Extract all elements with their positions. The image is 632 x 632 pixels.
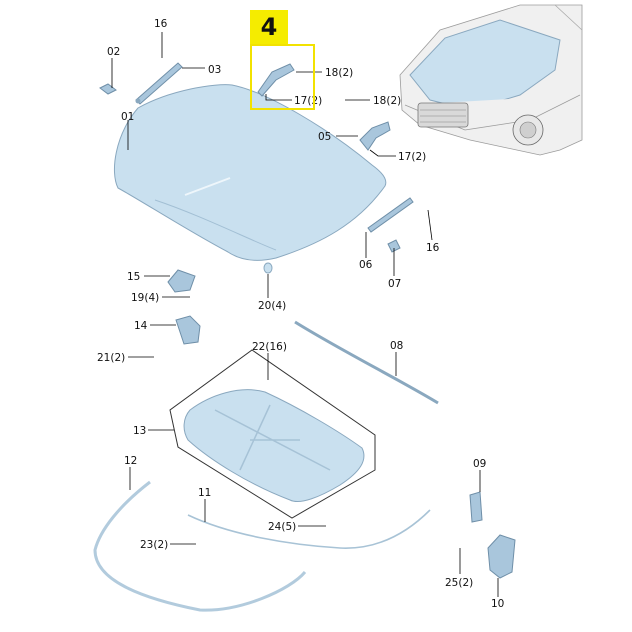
label-08: 08 bbox=[390, 340, 403, 352]
label-24-5: 24(5) bbox=[268, 521, 296, 533]
label-13: 13 bbox=[133, 425, 146, 437]
part-04-hinge bbox=[257, 63, 295, 97]
label-22-16: 22(16) bbox=[252, 341, 287, 353]
label-16-top: 16 bbox=[154, 18, 168, 30]
part-13-insulation-pad bbox=[169, 349, 376, 519]
label-11: 11 bbox=[198, 487, 211, 499]
part-03-gas-strut bbox=[135, 62, 183, 105]
label-06: 06 bbox=[359, 259, 373, 271]
callout-highlight-box bbox=[250, 44, 315, 110]
label-02: 02 bbox=[107, 46, 120, 58]
label-12: 12 bbox=[124, 455, 137, 467]
label-25-2: 25(2) bbox=[445, 577, 473, 589]
label-18-2-b: 18(2) bbox=[373, 95, 401, 107]
label-14: 14 bbox=[134, 320, 148, 332]
part-14-latch bbox=[175, 315, 201, 345]
label-09: 09 bbox=[473, 458, 486, 470]
label-15: 15 bbox=[127, 271, 140, 283]
label-17-2-b: 17(2) bbox=[398, 151, 426, 163]
label-21-2: 21(2) bbox=[97, 352, 125, 364]
part-10-lock bbox=[487, 534, 516, 579]
part-02-bracket bbox=[99, 83, 117, 95]
part-labels: 16 02 03 01 18(2) 17(2) 18(2) 05 17(2) 0… bbox=[97, 18, 504, 610]
label-19-4: 19(4) bbox=[131, 292, 159, 304]
label-23-2: 23(2) bbox=[140, 539, 168, 551]
label-01: 01 bbox=[121, 111, 134, 123]
part-07-bracket bbox=[387, 239, 401, 253]
label-16-right: 16 bbox=[426, 242, 440, 254]
label-18-2-a: 18(2) bbox=[325, 67, 353, 79]
label-20-4: 20(4) bbox=[258, 300, 286, 312]
part-01-hood bbox=[113, 84, 387, 261]
part-08-seal bbox=[294, 320, 439, 405]
label-17-2-a: 17(2) bbox=[294, 95, 322, 107]
label-07: 07 bbox=[388, 278, 401, 290]
part-06-gas-strut bbox=[367, 197, 414, 233]
part-12-seal bbox=[93, 480, 307, 612]
callout-number-tag: 4 bbox=[250, 10, 288, 44]
part-05-hinge bbox=[359, 121, 391, 151]
car-illustration bbox=[399, 4, 583, 156]
part-15-bracket bbox=[167, 269, 196, 293]
label-03: 03 bbox=[208, 64, 221, 76]
label-10: 10 bbox=[491, 598, 504, 610]
part-20-bump-stop bbox=[263, 262, 273, 274]
label-05: 05 bbox=[318, 131, 331, 143]
part-09-lock bbox=[469, 491, 483, 523]
leader-lines bbox=[111, 32, 499, 597]
part-11-cable bbox=[187, 509, 431, 549]
